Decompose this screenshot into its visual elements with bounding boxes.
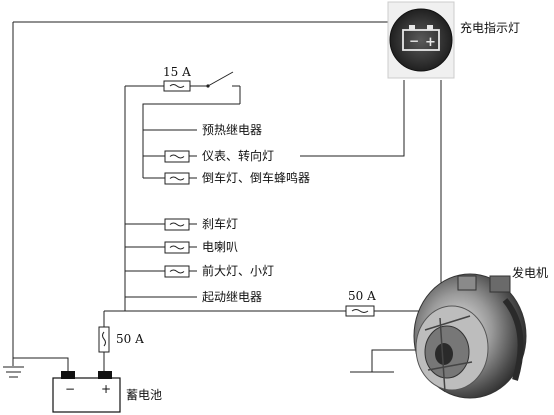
fuse-headlight <box>164 265 190 278</box>
ground-symbol-left <box>3 366 24 378</box>
fuse-50a-alternator-label: 50 A <box>348 289 376 303</box>
fuse-15a-label: 15 A <box>163 65 191 79</box>
fuse-15a <box>163 80 191 92</box>
lamp-signal-wire <box>300 80 405 157</box>
battery-negative-wire <box>13 357 69 372</box>
lamp-minus-sign: − <box>409 34 419 48</box>
circuit-label: 倒车灯、倒车蜂鸣器 <box>202 170 310 185</box>
charge-indicator-lamp: − + <box>387 1 455 79</box>
circuit-label: 电喇叭 <box>202 239 238 254</box>
fuse-instrument <box>164 150 190 163</box>
charge-indicator-label: 充电指示灯 <box>460 20 520 35</box>
circuit-label: 起动继电器 <box>202 290 262 304</box>
battery-plus-sign: + <box>101 382 111 396</box>
fuse-50a-battery <box>98 326 110 353</box>
switch <box>206 71 241 104</box>
fuse-brake <box>164 218 190 231</box>
battery: − + <box>52 371 121 413</box>
circuit-label: 刹车灯 <box>202 216 238 231</box>
fuse-horn <box>164 241 190 254</box>
battery-label: 蓄电池 <box>126 388 162 402</box>
alternator-ground-wire <box>371 349 418 372</box>
alternator-label: 发电机 <box>512 265 548 280</box>
battery-minus-sign: − <box>65 382 75 396</box>
fuse-reverse <box>164 172 190 185</box>
alternator <box>413 273 527 399</box>
battery-icon <box>402 25 440 51</box>
circuit-label: 前大灯、小灯 <box>202 263 274 278</box>
fuse-50a-battery-label: 50 A <box>116 332 144 346</box>
lamp-plus-sign: + <box>425 35 436 50</box>
switched-bus-wire <box>142 103 240 178</box>
circuit-label: 预热继电器 <box>202 123 262 137</box>
circuit-label: 仪表、转向灯 <box>202 148 274 163</box>
fuse-50a-alternator <box>345 305 375 317</box>
